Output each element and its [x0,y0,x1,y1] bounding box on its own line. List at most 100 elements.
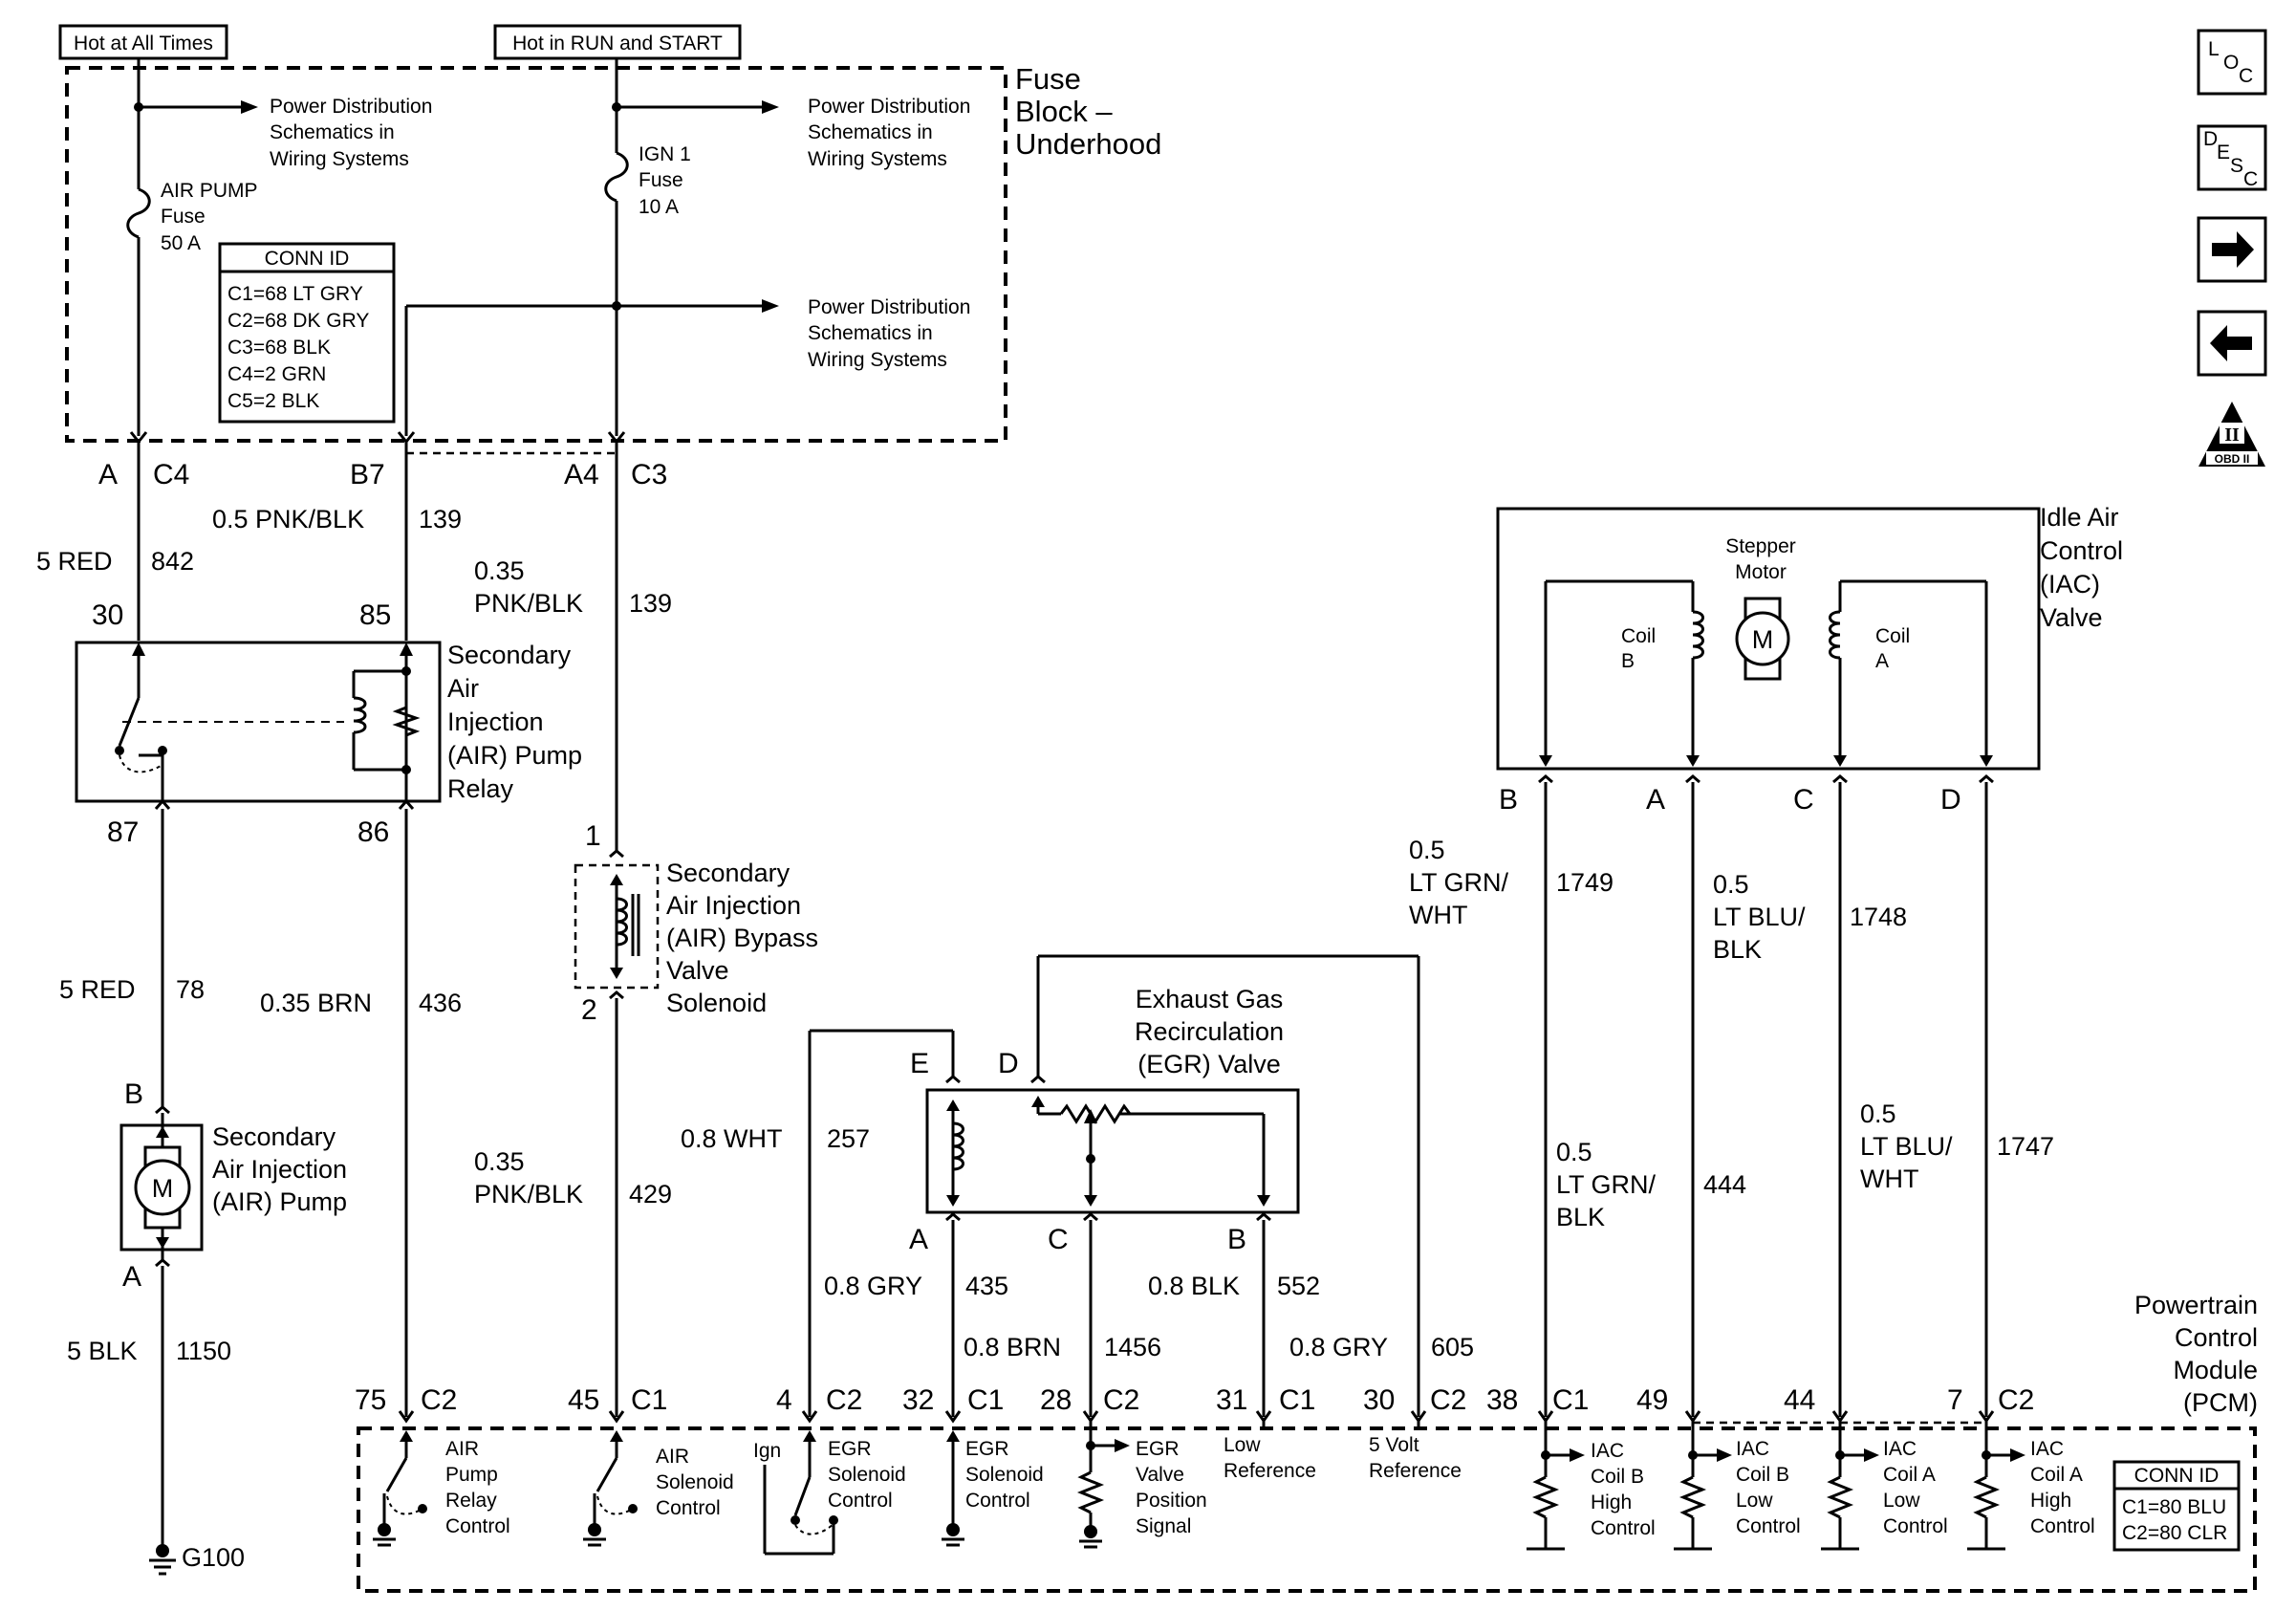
svg-text:C4=2 GRN: C4=2 GRN [227,363,326,385]
power-distribution-note-3: Power Distribution Schematics in Wiring … [808,296,970,371]
pcm-low-reference: Low Reference [1224,1434,1316,1482]
svg-text:O: O [2223,52,2239,74]
svg-text:75: 75 [355,1384,386,1416]
wire-1456: 0.8 BRN 1456 [964,1333,1161,1361]
svg-text:EGR: EGR [828,1438,872,1460]
pcm-module: Powertrain Control Module (PCM) [357,1291,2258,1593]
svg-text:(AIR) Bypass: (AIR) Bypass [666,924,818,952]
wire-444: 0.5 LT GRN/ BLK 444 [1556,1138,1746,1231]
svg-text:IAC: IAC [1591,1440,1624,1462]
forward-arrow-icon[interactable] [2197,216,2267,283]
fuse-block-conn-id: CONN ID C1=68 LT GRY C2=68 DK GRY C3=68 … [218,242,396,424]
wire-429: 0.35 PNK/BLK 429 [474,1147,672,1208]
svg-text:Air: Air [447,674,479,703]
svg-text:WHT: WHT [1409,901,1467,929]
air-pump-fuse: AIR PUMP Fuse 50 A [126,180,258,436]
svg-text:Power Distribution: Power Distribution [270,96,432,118]
svg-text:139: 139 [419,505,462,533]
svg-text:Control: Control [828,1490,893,1512]
svg-text:C2: C2 [1103,1384,1139,1416]
svg-text:C: C [1793,784,1814,816]
svg-text:LT GRN/: LT GRN/ [1409,868,1509,897]
svg-text:C2=68 DK GRY: C2=68 DK GRY [227,310,369,332]
svg-text:B: B [124,1078,143,1110]
fuse-block-underhood: Fuse Block – Underhood [65,62,1161,443]
wire-605: 0.8 GRY 605 [1289,1333,1474,1361]
svg-text:IAC: IAC [1883,1438,1917,1460]
pcm-5-volt-reference: 5 Volt Reference [1369,1434,1462,1482]
svg-text:BLK: BLK [1713,935,1762,964]
svg-text:Solenoid: Solenoid [828,1464,906,1486]
svg-text:C1: C1 [1552,1384,1589,1416]
svg-text:44: 44 [1784,1384,1815,1416]
desc-icon[interactable]: D E S C [2197,124,2267,191]
svg-text:139: 139 [629,589,672,618]
svg-text:Power Distribution: Power Distribution [808,296,970,318]
svg-text:Schematics in: Schematics in [808,121,933,143]
svg-text:Reference: Reference [1224,1460,1316,1482]
wire-139-a: 0.5 PNK/BLK 139 [212,505,462,533]
svg-text:C3: C3 [631,459,667,490]
svg-text:1747: 1747 [1997,1132,2054,1161]
svg-text:AIR: AIR [445,1438,479,1460]
svg-text:Signal: Signal [1136,1515,1191,1537]
svg-text:Low: Low [1883,1490,1920,1512]
svg-text:M: M [1752,625,1774,654]
svg-text:Power Distribution: Power Distribution [808,96,970,118]
svg-text:Hot at All Times: Hot at All Times [74,33,213,54]
svg-text:0.5: 0.5 [1409,836,1445,864]
svg-text:0.8 BRN: 0.8 BRN [964,1333,1061,1361]
fuse-block-pin-labels: A C4 B7 A4 C3 [98,459,667,490]
svg-text:0.35: 0.35 [474,1147,525,1176]
svg-text:Coil B: Coil B [1591,1466,1644,1488]
iac-valve: Idle Air Control (IAC) Valve Stepper Mot… [1496,503,2123,816]
back-arrow-icon[interactable] [2197,310,2267,377]
svg-text:C1: C1 [967,1384,1004,1416]
svg-text:Low: Low [1224,1434,1261,1456]
hot-in-run-start-box: Hot in RUN and START [493,24,742,60]
svg-text:Idle Air: Idle Air [2040,503,2119,532]
svg-text:A4: A4 [564,459,599,490]
svg-text:78: 78 [176,975,205,1004]
pcm-egr-solenoid-control-c2: Ign EGR Solenoid Control [753,1430,906,1556]
svg-text:0.35 BRN: 0.35 BRN [260,989,372,1017]
pcm-iac-coil-b-high: IAC Coil B High Control [1527,1421,1656,1551]
svg-text:(AIR) Pump: (AIR) Pump [447,741,582,770]
svg-text:Secondary: Secondary [447,641,572,669]
svg-text:30: 30 [1363,1384,1395,1416]
ign1-fuse: IGN 1 Fuse 10 A [404,143,779,436]
svg-text:28: 28 [1040,1384,1072,1416]
svg-text:Fuse: Fuse [161,206,206,228]
obd-ii-icon[interactable]: II OBD II [2199,402,2265,467]
pcm-pin-labels: 75 C2 45 C1 4 C2 32 C1 28 C2 31 C1 30 C2… [355,1384,2034,1416]
svg-text:2: 2 [581,994,597,1026]
svg-text:32: 32 [902,1384,934,1416]
wire-1748: 0.5 LT BLU/ BLK 1748 [1713,870,1907,964]
wire-1150: 5 BLK 1150 [67,1337,231,1365]
svg-text:4: 4 [776,1384,792,1416]
svg-text:38: 38 [1486,1384,1518,1416]
svg-text:85: 85 [359,599,391,631]
svg-text:Wiring Systems: Wiring Systems [808,349,947,371]
svg-text:C5=2 BLK: C5=2 BLK [227,390,319,412]
svg-text:D: D [2203,128,2218,150]
svg-text:PNK/BLK: PNK/BLK [474,589,583,618]
svg-text:0.8 WHT: 0.8 WHT [681,1124,783,1153]
svg-text:EGR: EGR [965,1438,1009,1460]
svg-text:0.5: 0.5 [1556,1138,1592,1166]
svg-text:Stepper: Stepper [1725,535,1796,557]
svg-text:IGN 1: IGN 1 [639,143,691,165]
svg-text:D: D [998,1048,1019,1079]
loc-icon[interactable]: L O C [2197,29,2267,96]
svg-text:Underhood: Underhood [1015,127,1161,161]
svg-text:49: 49 [1636,1384,1668,1416]
svg-text:1748: 1748 [1850,903,1907,931]
svg-text:842: 842 [151,547,194,576]
svg-text:C: C [1048,1224,1069,1255]
wire-1749: 0.5 LT GRN/ WHT 1749 [1409,836,1614,929]
svg-text:B: B [1621,650,1635,672]
svg-text:0.5: 0.5 [1713,870,1749,899]
svg-text:IAC: IAC [2030,1438,2064,1460]
svg-text:C1=80 BLU: C1=80 BLU [2122,1496,2226,1518]
svg-text:1: 1 [585,820,601,852]
